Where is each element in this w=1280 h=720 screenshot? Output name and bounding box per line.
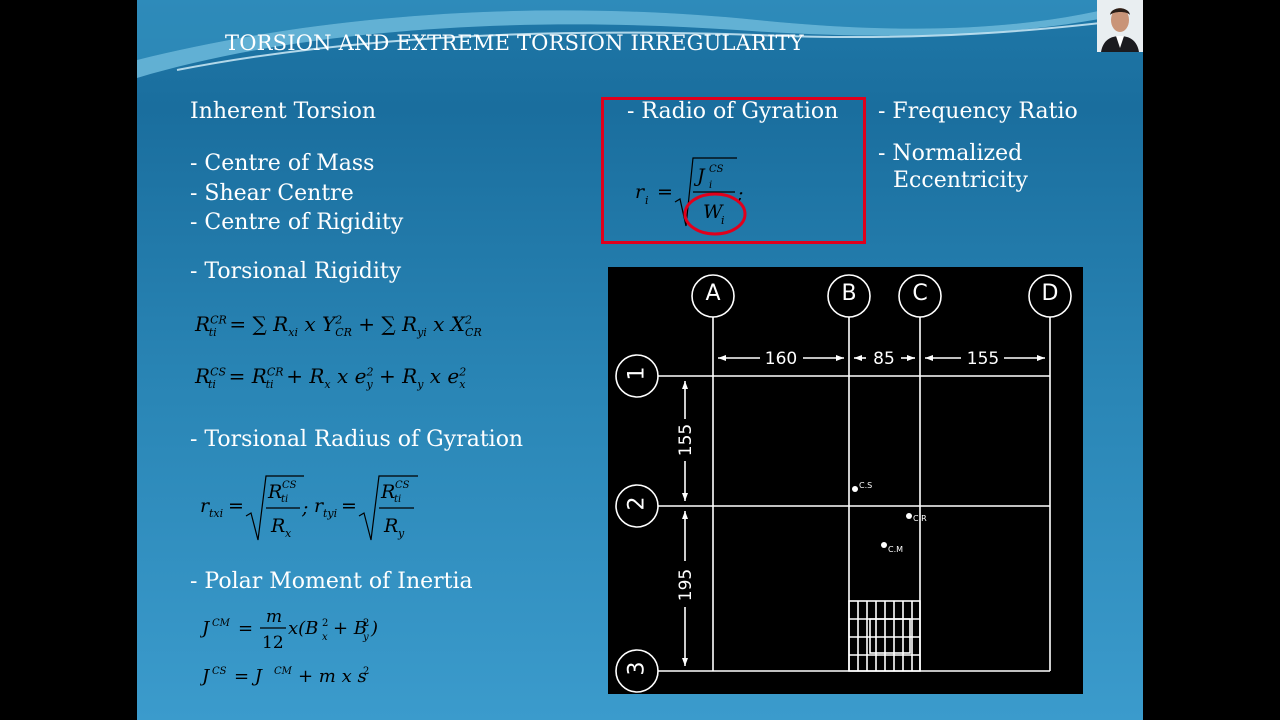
svg-text:J: J bbox=[200, 666, 211, 687]
svg-text:m: m bbox=[266, 607, 282, 627]
svg-text:x: x bbox=[285, 527, 292, 540]
marker-cm-dot bbox=[881, 542, 887, 548]
svg-text:r: r bbox=[635, 181, 646, 203]
grid-bubble-b bbox=[827, 274, 871, 318]
svg-text:CS: CS bbox=[212, 666, 227, 677]
svg-text:=: = bbox=[228, 495, 244, 517]
svg-text:R: R bbox=[380, 481, 395, 503]
grid-label-3: 3 bbox=[624, 661, 650, 676]
svg-text:R: R bbox=[267, 481, 282, 503]
grid-label-c: C bbox=[912, 281, 928, 306]
presenter-photo bbox=[1097, 0, 1143, 52]
marker-cr-dot bbox=[906, 513, 912, 519]
grid-bubble-2 bbox=[615, 484, 659, 528]
svg-text:CS: CS bbox=[282, 480, 297, 491]
svg-text:i: i bbox=[721, 214, 725, 227]
grid-bubble-1 bbox=[615, 354, 659, 398]
svg-text:): ) bbox=[370, 618, 378, 639]
svg-text:y: y bbox=[397, 527, 405, 540]
slide-title: TORSION AND EXTREME TORSION IRREGULARITY bbox=[225, 31, 804, 55]
polar-moment-heading: - Polar Moment of Inertia bbox=[190, 569, 473, 594]
svg-text:J: J bbox=[693, 165, 706, 187]
shear-centre-item: - Shear Centre bbox=[190, 181, 354, 206]
svg-text:;: ; bbox=[736, 183, 743, 205]
grid-label-b: B bbox=[841, 281, 857, 306]
svg-text:2: 2 bbox=[363, 666, 369, 677]
svg-text:= J: = J bbox=[234, 666, 264, 687]
span-b-c: 85 bbox=[873, 349, 895, 369]
normalized-eccentricity-item-continued: Eccentricity bbox=[893, 168, 1028, 193]
span-c-d: 155 bbox=[967, 349, 999, 369]
grid-bubble-d bbox=[1028, 274, 1072, 318]
svg-text:W: W bbox=[703, 201, 724, 223]
svg-text:y: y bbox=[362, 632, 369, 643]
svg-text:x: x bbox=[322, 632, 328, 643]
svg-text:CM: CM bbox=[212, 618, 231, 629]
svg-text:=: = bbox=[238, 618, 253, 639]
svg-text:CS: CS bbox=[395, 480, 410, 491]
svg-text:CS: CS bbox=[709, 164, 724, 175]
svg-text:R: R bbox=[383, 515, 398, 537]
grid-bubble-3 bbox=[615, 649, 659, 693]
marker-cs-label: C.S bbox=[859, 481, 872, 490]
svg-text:+ B: + B bbox=[333, 618, 367, 639]
svg-text:txi: txi bbox=[209, 507, 223, 520]
radio-of-gyration-heading: - Radio of Gyration bbox=[627, 99, 839, 124]
centre-of-rigidity-item: - Centre of Rigidity bbox=[190, 210, 404, 235]
rigidity-equation-cs: RCSti = RCRti + Rx x e2y + Ry x e2x bbox=[195, 364, 467, 391]
slide-header-waves bbox=[137, 0, 1143, 78]
marker-cm-label: C.M bbox=[888, 545, 903, 554]
centre-of-mass-item: - Centre of Mass bbox=[190, 151, 375, 176]
rigidity-equation-cr: RCRti = ∑ Rxi x Y2CR + ∑ Ryi x X2CR bbox=[195, 312, 482, 339]
floor-plan-drawing: 160 85 155 155 195 C.S C.R C.M bbox=[615, 274, 1072, 693]
floor-plan: 160 85 155 155 195 C.S C.R C.M A B C D 1… bbox=[608, 267, 1083, 694]
torsional-rigidity-heading: - Torsional Rigidity bbox=[190, 259, 402, 284]
svg-text:=: = bbox=[341, 495, 357, 517]
svg-text:r: r bbox=[200, 495, 211, 517]
grid-label-1: 1 bbox=[624, 366, 650, 381]
grid-label-2: 2 bbox=[624, 496, 650, 511]
svg-text:R: R bbox=[270, 515, 285, 537]
grid-label-a: A bbox=[705, 281, 721, 306]
grid-bubble-a bbox=[691, 274, 735, 318]
svg-text:x(B: x(B bbox=[288, 618, 318, 639]
frequency-ratio-item: - Frequency Ratio bbox=[878, 99, 1078, 124]
marker-cs-dot bbox=[852, 486, 858, 492]
svg-text:CM: CM bbox=[274, 666, 293, 677]
svg-text:J: J bbox=[200, 618, 211, 639]
span-2-3: 195 bbox=[676, 569, 696, 601]
svg-text:i: i bbox=[645, 194, 649, 207]
marker-cr-label: C.R bbox=[913, 514, 927, 523]
svg-text:tyi: tyi bbox=[323, 507, 337, 520]
svg-text:r: r bbox=[314, 495, 325, 517]
svg-text:2: 2 bbox=[363, 618, 369, 629]
svg-text:2: 2 bbox=[322, 618, 328, 629]
torsional-radius-heading: - Torsional Radius of Gyration bbox=[190, 427, 524, 452]
svg-text:i: i bbox=[709, 180, 712, 191]
span-a-b: 160 bbox=[765, 349, 797, 369]
svg-text:ti: ti bbox=[394, 494, 401, 505]
normalized-eccentricity-item: - Normalized bbox=[878, 141, 1023, 166]
grid-label-d: D bbox=[1041, 281, 1059, 306]
svg-text:12: 12 bbox=[262, 633, 284, 653]
inherent-torsion-heading: Inherent Torsion bbox=[190, 99, 377, 124]
radius-of-gyration-box bbox=[601, 97, 866, 244]
svg-text:;: ; bbox=[301, 497, 308, 519]
svg-text:+ m x s: + m x s bbox=[298, 666, 367, 687]
svg-text:=: = bbox=[657, 181, 673, 203]
svg-text:ti: ti bbox=[281, 494, 288, 505]
span-1-2: 155 bbox=[676, 424, 696, 456]
grid-bubble-c bbox=[898, 274, 942, 318]
